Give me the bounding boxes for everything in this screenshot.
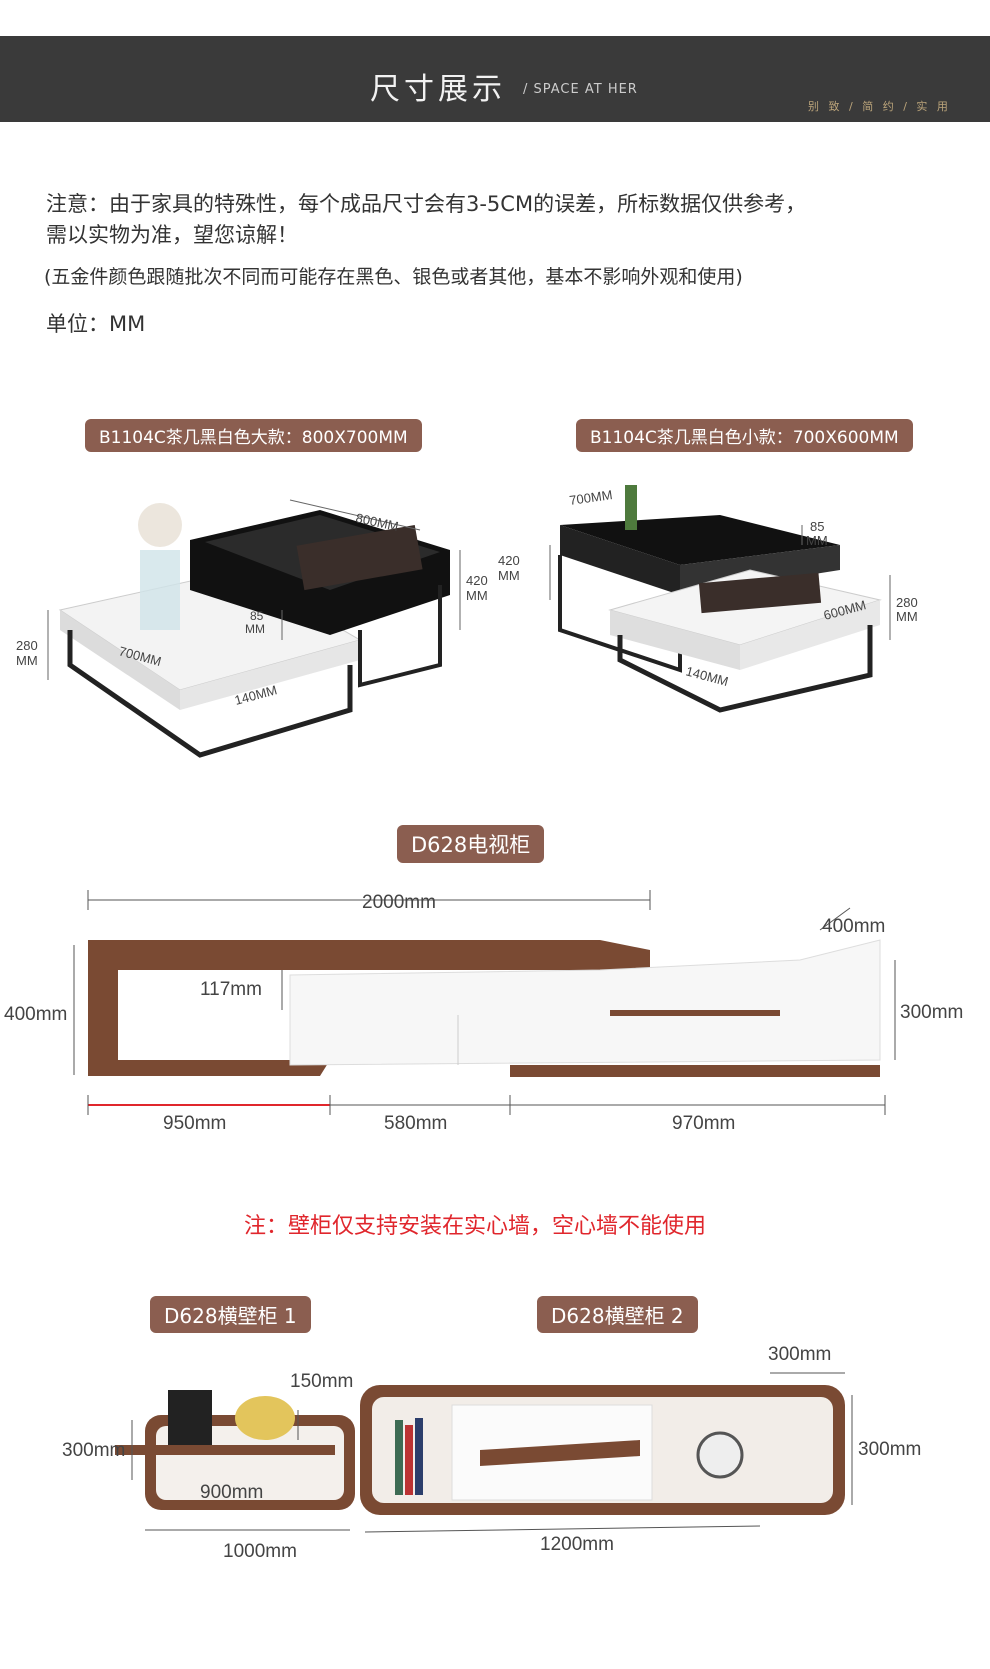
wall1-dim-300h: 300mm: [62, 1440, 125, 1461]
tv-dim-970: 970mm: [672, 1113, 735, 1130]
wall2-dim-1200: 1200mm: [540, 1534, 614, 1555]
wall2-dim-300h: 300mm: [858, 1439, 921, 1460]
tv-dim-117: 117mm: [200, 979, 262, 1000]
small-dim-280-unit: MM: [896, 609, 918, 624]
large-table-drawing: 800MM 420 MM 85 MM 280 MM 700MM 140MM: [16, 499, 488, 758]
note-line-2: 需以实物为准，望您谅解！: [46, 223, 298, 247]
tv-cabinet-label: D628电视柜: [397, 825, 545, 863]
large-dim-280-unit: MM: [16, 653, 38, 668]
small-table-label: B1104C茶几黑白色小款：700X600MM: [576, 419, 913, 452]
tv-dim-580: 580mm: [384, 1113, 447, 1130]
large-dim-420-unit: MM: [466, 588, 488, 603]
large-dim-85-unit: MM: [245, 622, 265, 636]
small-dim-420: 420: [498, 553, 520, 568]
small-dim-700: 700MM: [568, 487, 613, 508]
tv-dim-300h: 300mm: [900, 1002, 963, 1023]
tv-dim-400d: 400mm: [822, 916, 885, 937]
small-dim-85-unit: MM: [806, 533, 828, 548]
large-dim-420: 420: [466, 573, 488, 588]
small-dim-85: 85: [810, 519, 824, 534]
wall1-dim-900: 900mm: [200, 1482, 263, 1503]
wall-install-warning: 注：壁柜仅支持安装在实心墙，空心墙不能使用: [244, 1214, 707, 1239]
tv-dim-2000: 2000mm: [362, 892, 436, 913]
tv-dim-400h: 400mm: [4, 1004, 67, 1025]
large-dim-85: 85: [250, 609, 264, 623]
header-tagline: 别 致 / 简 约 / 实 用: [808, 100, 951, 113]
tv-cabinet-drawing: 2000mm 400mm 300mm 400mm 117mm 950mm 580…: [4, 890, 963, 1130]
section-subtitle: / SPACE AT HER: [523, 82, 638, 97]
wall2-dim-300d: 300mm: [768, 1344, 831, 1365]
wall-cabinet-drawing: 300mm 150mm 900mm 1000mm 300mm 300mm 120…: [62, 1344, 921, 1562]
small-dim-420-unit: MM: [498, 568, 520, 583]
wall-cabinet-1-label: D628横壁柜 1: [150, 1296, 311, 1333]
header-band: [0, 36, 990, 122]
unit-label: 单位：MM: [46, 312, 146, 336]
large-table-label: B1104C茶几黑白色大款：800X700MM: [85, 419, 422, 452]
wall-cabinet-2-label: D628横壁柜 2: [537, 1296, 698, 1333]
wall1-dim-150: 150mm: [290, 1371, 353, 1392]
section-title: 尺寸展示: [370, 72, 506, 107]
note-line-1: 注意：由于家具的特殊性，每个成品尺寸会有3-5CM的误差，所标数据仅供参考，: [46, 192, 807, 216]
wall1-dim-1000: 1000mm: [223, 1541, 297, 1562]
note-line-3: (五金件颜色跟随批次不同而可能存在黑色、银色或者其他，基本不影响外观和使用): [44, 266, 743, 288]
small-dim-140: 140MM: [684, 663, 730, 689]
tv-dim-950: 950mm: [163, 1113, 226, 1130]
small-dim-280: 280: [896, 595, 918, 610]
large-dim-280: 280: [16, 638, 38, 653]
small-table-drawing: 700MM 85 MM 420 MM 280 MM 600MM 140MM: [498, 485, 918, 713]
